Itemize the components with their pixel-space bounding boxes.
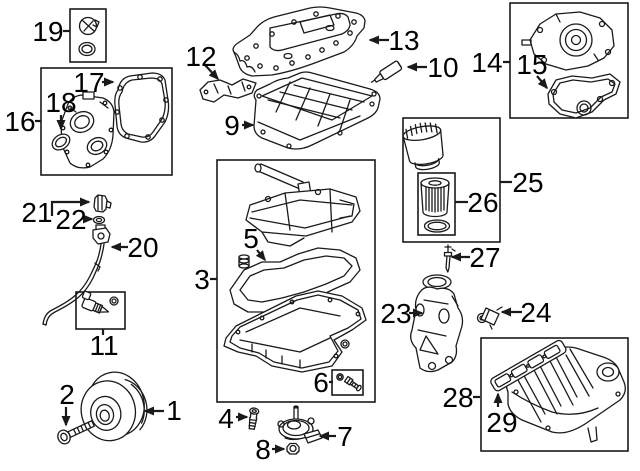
drain-plug-drawing <box>336 373 362 392</box>
group-box-26 <box>417 172 456 236</box>
callout-15-arrow <box>536 75 548 90</box>
callout-5-label: 5 <box>243 223 259 254</box>
crankshaft-seal-drawing <box>51 133 71 151</box>
group-box-19 <box>69 8 107 63</box>
callout-23-label: 23 <box>380 298 411 329</box>
callout-19-label: 19 <box>32 16 63 47</box>
group-box-11 <box>75 291 126 330</box>
callout-2-label: 2 <box>59 379 75 410</box>
oil-pressure-switch-drawing <box>81 290 119 314</box>
oil-separator-drawing <box>521 11 615 71</box>
nut-drawing <box>286 442 300 455</box>
callout-8-label: 8 <box>255 434 271 465</box>
oil-baffle-drawing <box>245 163 361 247</box>
oil-fitting-drawing <box>476 306 503 330</box>
callout-13-label: 13 <box>388 25 419 56</box>
oil-pan-gasket-drawing <box>229 247 361 313</box>
callout-21-arrow <box>50 197 91 216</box>
rubber-plug-drawing <box>238 254 250 269</box>
upper-oil-pan-drawing <box>253 71 381 150</box>
sealant-tube-drawing <box>370 60 403 83</box>
dipstick-cap-drawing <box>93 194 112 213</box>
callout-15-label: 15 <box>516 49 547 80</box>
group-box-14 <box>509 2 629 119</box>
stud-bolt-drawing <box>443 244 456 273</box>
callout-21-label: 21 <box>21 197 52 228</box>
dipstick-tube-drawing <box>42 224 111 326</box>
callout-17-label: 17 <box>73 67 104 98</box>
callout-27-label: 27 <box>469 242 500 273</box>
callout-11-label: 11 <box>89 330 118 361</box>
valve-cover-drawing <box>232 6 366 77</box>
callout-4-label: 4 <box>218 403 234 434</box>
pulley-bolt-drawing <box>57 420 95 445</box>
group-box-28 <box>480 337 629 452</box>
callout-3-label: 3 <box>194 264 210 295</box>
callout-24-label: 24 <box>520 297 551 328</box>
oil-pan-drawing <box>223 290 367 373</box>
oil-filter-element-drawing <box>420 177 451 233</box>
callout-9-label: 9 <box>224 110 240 141</box>
callout-20-label: 20 <box>127 232 158 263</box>
bracket-drawing <box>199 78 257 103</box>
callout-26-label: 26 <box>467 187 498 218</box>
group-box-3 <box>216 159 376 403</box>
oil-filter-cap-drawing <box>402 122 444 171</box>
separator-gasket-drawing <box>547 73 621 119</box>
callout-12-label: 12 <box>185 41 216 72</box>
small-bolt-drawing <box>248 407 260 430</box>
callout-18-label: 18 <box>45 87 76 118</box>
oil-filler-cap-drawing <box>78 16 100 57</box>
callout-22-label: 22 <box>55 204 86 235</box>
callout-5-arrow <box>255 249 266 262</box>
intake-gasket-drawing <box>490 339 567 392</box>
group-box-25 <box>402 117 501 243</box>
crankshaft-pulley-drawing <box>80 371 148 442</box>
oil-level-sensor-drawing <box>277 405 323 444</box>
timing-cover-gasket-drawing <box>114 72 170 143</box>
callout-29-label: 29 <box>486 407 517 438</box>
callout-25-label: 25 <box>512 167 543 198</box>
callout-1-label: 1 <box>166 395 182 426</box>
callout-28-label: 28 <box>442 382 473 413</box>
dipstick-seal-drawing <box>92 215 106 225</box>
callout-12-arrow <box>204 64 220 81</box>
callout-14-label: 14 <box>471 47 502 78</box>
callout-10-label: 10 <box>427 52 458 83</box>
callout-16-label: 16 <box>4 106 35 137</box>
callout-7-label: 7 <box>337 421 353 452</box>
filter-housing-bracket-drawing <box>410 274 464 373</box>
callout-6-label: 6 <box>313 367 329 398</box>
